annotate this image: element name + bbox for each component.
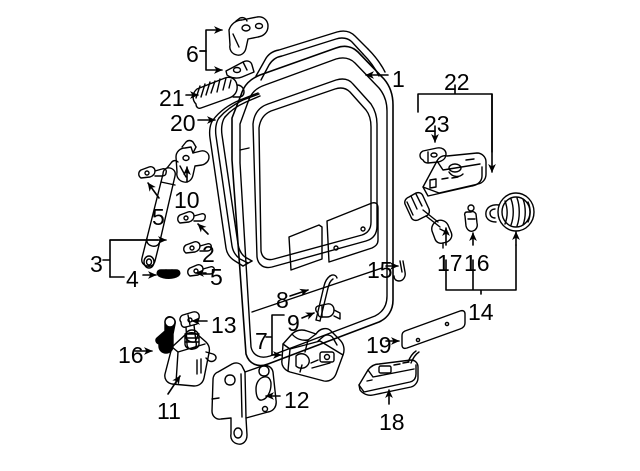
part-striker-assembly	[422, 152, 487, 197]
callout-2: 2	[202, 241, 215, 267]
callout-19: 19	[366, 332, 392, 358]
part-striker-clip	[419, 147, 447, 164]
part-weatherstrip-seal	[208, 92, 261, 267]
part-retainer-hook	[393, 260, 406, 282]
callout-14: 14	[468, 299, 494, 325]
part-grommet-small	[463, 204, 478, 232]
part-hinge-bracket	[175, 139, 210, 183]
part-lift-support-clip	[156, 269, 181, 279]
callout-1: 1	[392, 66, 405, 92]
part-applique-trim	[401, 309, 466, 350]
callout-7: 7	[255, 328, 268, 354]
callout-16-center: 16	[464, 250, 490, 276]
part-grommet-large	[485, 192, 535, 232]
callout-10: 10	[174, 187, 200, 213]
part-washer-reservoir	[164, 329, 217, 387]
callout-5-lower: 5	[210, 264, 223, 290]
callout-22: 22	[444, 69, 470, 95]
part-liftgate-panel	[231, 30, 394, 367]
callout-8: 8	[276, 287, 289, 313]
callout-13: 13	[211, 312, 237, 338]
part-liftgate-hinge-lower	[225, 60, 255, 79]
callout-6: 6	[186, 41, 199, 67]
callout-5-upper: 5	[152, 204, 165, 230]
part-ball-stud-bolt-lower	[183, 241, 212, 254]
part-latch-assembly	[281, 327, 345, 382]
part-liftgate-hinge-upper	[228, 16, 269, 56]
callout-18: 18	[379, 409, 405, 435]
callout-17: 17	[437, 250, 463, 276]
callout-16-left: 16	[118, 342, 144, 368]
part-ball-stud-bolt-upper	[138, 166, 167, 179]
part-license-lamp	[358, 350, 420, 396]
callout-20: 20	[170, 110, 196, 136]
part-lift-support-stud	[177, 211, 206, 224]
part-hinge-reinforcement-plate	[211, 362, 277, 445]
part-connector-lead	[404, 191, 453, 249]
callout-11: 11	[157, 398, 181, 424]
part-latch-rod	[315, 274, 338, 322]
callout-23: 23	[424, 111, 450, 137]
leader-lines	[102, 26, 520, 405]
callout-4: 4	[126, 266, 139, 292]
callout-21: 21	[159, 85, 185, 111]
part-rod-clip	[315, 303, 341, 320]
callout-9: 9	[287, 310, 300, 336]
callout-15: 15	[367, 257, 393, 283]
part-grommet-left	[155, 316, 176, 354]
callout-3: 3	[90, 251, 103, 277]
callout-12: 12	[284, 387, 310, 413]
